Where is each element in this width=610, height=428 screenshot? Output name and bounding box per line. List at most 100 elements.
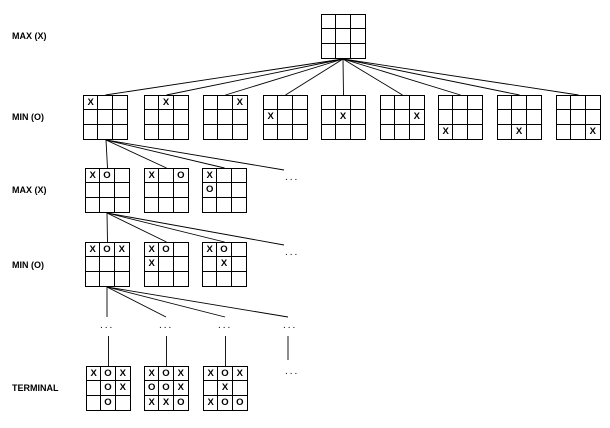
board-cell [173,96,188,111]
board-cell: X [204,367,219,382]
board-cell: X [145,395,160,410]
edge-l3-to-ellipsis [106,286,226,318]
board-cell [336,29,351,44]
edge-root-to-l1 [342,58,579,96]
board-cell [204,124,219,139]
edge-l3-to-ellipsis [106,286,167,318]
board-cell [217,169,232,184]
board-cell [173,257,188,272]
board-cell [395,96,410,111]
board-cell: O [100,169,115,184]
board-cell [232,110,247,125]
board-cell: X [232,367,247,382]
board-cell [159,257,174,272]
board-cell [498,110,513,125]
min-board-l1: X [83,95,128,140]
board-cell [336,15,351,30]
board-cell [232,381,247,396]
board-cell: O [173,169,188,184]
board-cell [350,110,365,125]
level-label-max-root: MAX (X) [12,31,47,41]
board-cell: X [264,110,279,125]
board-cell [453,110,468,125]
board-cell [278,96,293,111]
board-cell [264,96,279,111]
board-cell: X [145,257,160,272]
board-cell [174,272,188,286]
board-cell [217,197,232,212]
board-cell [114,183,129,198]
board-cell [571,96,586,111]
level-label-terminal: TERMINAL [12,383,59,393]
board-cell: X [159,96,174,111]
level-label-max-2: MAX (X) [12,185,47,195]
board-cell [557,110,572,125]
min-board-l1: X [321,95,366,140]
board-cell [112,96,127,111]
board-cell [114,257,129,272]
board-cell [293,125,307,139]
edge-root-to-l1 [342,58,344,96]
board-cell [571,124,586,139]
board-cell: O [217,243,232,258]
board-cell: X [409,110,424,125]
board-cell [498,124,513,139]
board-cell [571,110,586,125]
board-cell [231,169,246,184]
board-cell [336,43,351,58]
board-cell [100,197,115,212]
board-cell [322,29,337,44]
board-cell: X [84,96,99,111]
edge-l1-to-l2 [105,139,167,169]
board-cell [159,197,174,212]
board-cell: O [203,183,218,198]
board-cell [512,96,527,111]
edge-l2-to-l3 [106,212,167,243]
min-board-l1: X [380,95,425,140]
min-board-l1: X [497,95,542,140]
edge-root-to-l1 [285,58,344,96]
board-cell [116,396,130,410]
edge-root-to-l1 [166,58,344,96]
board-cell [439,96,454,111]
board-cell [115,272,129,286]
edge-l1-to-ellipsis [105,139,285,171]
board-cell [351,125,365,139]
board-cell [145,197,160,212]
board-cell: O [218,395,233,410]
board-cell [173,183,188,198]
board-cell [467,110,482,125]
board-cell [204,381,219,396]
board-cell [467,96,482,111]
min-board-l1: X [263,95,308,140]
board-cell [409,96,424,111]
board-cell [278,124,293,139]
board-cell [86,183,101,198]
board-cell [336,96,351,111]
board-cell [381,96,396,111]
board-cell [174,198,188,212]
board-cell [468,125,482,139]
edge-root-to-l1 [342,58,403,96]
board-cell [87,381,102,396]
board-cell [350,29,365,44]
board-cell [557,96,572,111]
edge-l1-to-l2 [105,139,225,169]
board-cell: X [217,257,232,272]
min-board-l1: X [144,95,189,140]
board-cell [264,124,279,139]
board-cell: X [145,169,160,184]
board-cell [86,271,101,286]
board-cell [98,110,113,125]
board-cell [395,124,410,139]
board-cell [453,96,468,111]
board-cell [218,110,233,125]
board-cell [217,271,232,286]
board-cell [527,125,541,139]
board-cell: O [236,397,244,409]
board-cell [159,169,174,184]
board-cell: X [145,243,160,258]
